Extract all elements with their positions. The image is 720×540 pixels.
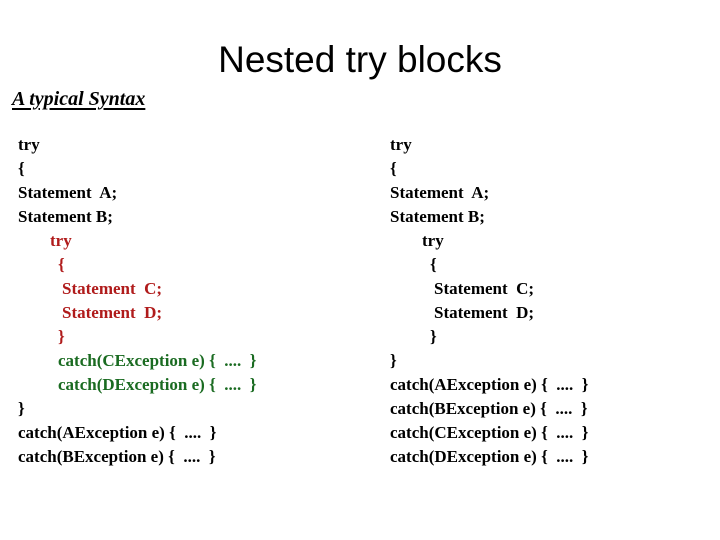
code-line: Statement B;: [18, 207, 113, 226]
code-line: catch(DException e) { .... }: [58, 375, 257, 394]
code-line: }: [430, 327, 437, 346]
page-title: Nested try blocks: [218, 39, 502, 80]
slide-subtitle: A typical Syntax: [12, 88, 146, 110]
code-line: try: [390, 135, 412, 154]
code-line: catch(CException e) { .... }: [58, 351, 257, 370]
code-line: Statement D;: [62, 303, 163, 322]
code-line: {: [390, 159, 397, 178]
code-line: try: [50, 231, 72, 250]
code-line: }: [390, 351, 397, 370]
code-line: catch(BException e) { .... }: [390, 399, 588, 418]
code-line: Statement C;: [434, 279, 535, 298]
code-line: Statement A;: [18, 183, 118, 202]
code-block-left: try { Statement A; Statement B; try { Statemen…: [18, 133, 358, 469]
code-line: }: [58, 327, 65, 346]
code-line: catch(AException e) { .... }: [390, 375, 589, 394]
code-line: Statement D;: [434, 303, 535, 322]
code-line: catch(AException e) { .... }: [18, 423, 217, 442]
code-line: Statement B;: [390, 207, 485, 226]
code-line: }: [18, 399, 25, 418]
code-line: catch(BException e) { .... }: [18, 447, 216, 466]
code-line: try: [422, 231, 444, 250]
code-line: Statement A;: [390, 183, 490, 202]
code-line: {: [18, 159, 25, 178]
code-block-right: try { Statement A; Statement B; try { Statemen…: [390, 133, 710, 469]
code-line: try: [18, 135, 40, 154]
code-line: {: [58, 255, 65, 274]
code-line: {: [430, 255, 437, 274]
code-line: Statement C;: [62, 279, 163, 298]
code-line: catch(CException e) { .... }: [390, 423, 589, 442]
code-line: catch(DException e) { .... }: [390, 447, 589, 466]
